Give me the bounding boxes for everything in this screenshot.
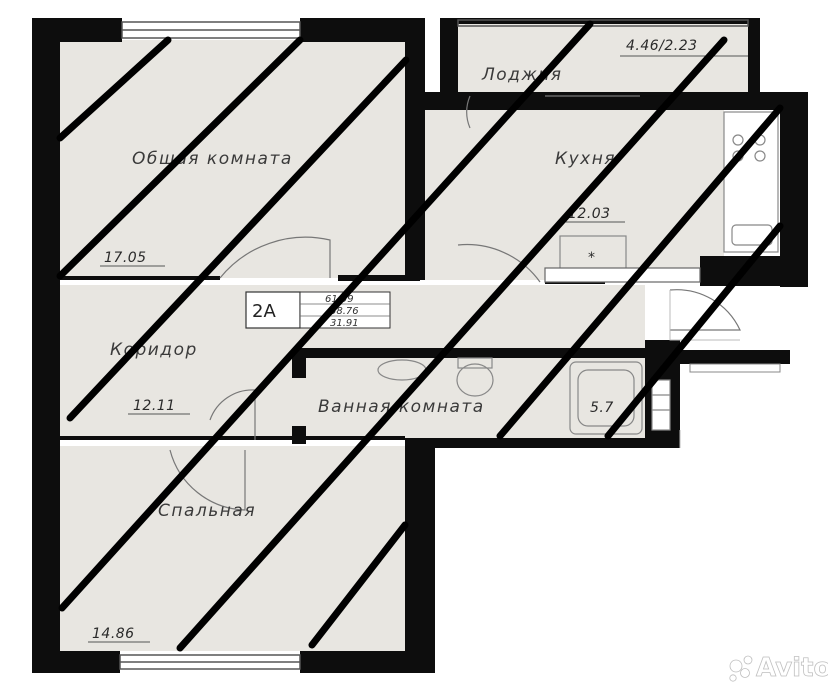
door-loggia: [466, 95, 471, 129]
stove-mark: *: [588, 250, 596, 266]
balcony-outline: [669, 290, 781, 448]
kitchen-name: Кухня: [555, 149, 616, 169]
stripe: [56, 36, 304, 280]
doors: [169, 95, 741, 511]
wall-bath-post-2: [292, 426, 306, 444]
diagonal-stripes: [56, 20, 784, 652]
wall-bottom-left: [32, 651, 120, 673]
door-balcony: [669, 289, 741, 331]
windows: [119, 19, 749, 670]
apartment-area-living: 31.91: [330, 318, 359, 329]
room-floors: [60, 24, 748, 651]
apartment-area-general: 58.76: [330, 306, 359, 317]
bedroom-name: Спальная: [158, 501, 256, 521]
stove-burner-icon: [754, 150, 766, 162]
stripe: [66, 56, 410, 422]
loggia-floor: [458, 24, 748, 94]
kitchen-floor: [420, 110, 724, 280]
fixtures: [377, 111, 779, 435]
avito-dots-icon: [729, 655, 753, 682]
corridor-area: 12.11: [133, 398, 176, 414]
kitchen-area: 12.03: [568, 206, 611, 222]
wall-top-left: [32, 18, 122, 42]
bathroom-area: 5.7: [590, 400, 614, 416]
living-room-name: Общая комната: [132, 149, 293, 169]
vent-icon: [651, 379, 671, 431]
door-kitchen: [457, 243, 541, 283]
wall-left: [32, 18, 60, 673]
kitchen-counter: [723, 111, 779, 253]
toilet-icon: [456, 363, 494, 397]
door-bedroom: [169, 449, 246, 511]
bedroom-area: 14.86: [92, 626, 135, 642]
stripe: [176, 36, 728, 652]
door-living: [219, 236, 331, 279]
wall-corridor-div: [60, 436, 405, 440]
wall-bottom-right: [300, 651, 435, 673]
avito-watermark-text: Avito: [756, 653, 828, 683]
window-loggia: [457, 19, 749, 27]
stripe: [308, 521, 409, 649]
stripe: [58, 20, 594, 612]
bathroom-name: Ванная комната: [318, 397, 485, 417]
loggia-area: 4.46/2.23: [626, 38, 698, 54]
wall-living-bottom: [60, 276, 220, 280]
door-corridor-bath: [209, 389, 256, 440]
wall-loggia-right: [748, 18, 760, 96]
stove-burner-icon: [732, 134, 744, 146]
toilet-tank-icon: [457, 357, 493, 369]
avito-watermark: Avito: [729, 653, 828, 683]
wall-kitchen-right: [780, 92, 808, 287]
wall-bedroom-right: [405, 446, 435, 673]
wall-bath-ext: [645, 350, 790, 364]
wall-bath-top: [300, 348, 645, 358]
wall-loggia-top: [440, 18, 760, 24]
wall-bath-post-1: [292, 350, 306, 378]
wall-loggia-left: [440, 18, 458, 96]
living-room-floor: [60, 40, 405, 278]
stripe: [604, 222, 784, 440]
living-room-area: 17.05: [104, 250, 147, 266]
wall-living-bottom-2: [338, 275, 420, 281]
stripe: [56, 36, 172, 142]
wall-bath-bottom: [405, 438, 680, 448]
wall-kitchen-top: [420, 92, 780, 110]
kitchen-cabinet: [544, 267, 701, 283]
stripe: [496, 104, 784, 440]
wall-top-mid: [300, 18, 425, 42]
type-code: 2A: [252, 301, 276, 322]
